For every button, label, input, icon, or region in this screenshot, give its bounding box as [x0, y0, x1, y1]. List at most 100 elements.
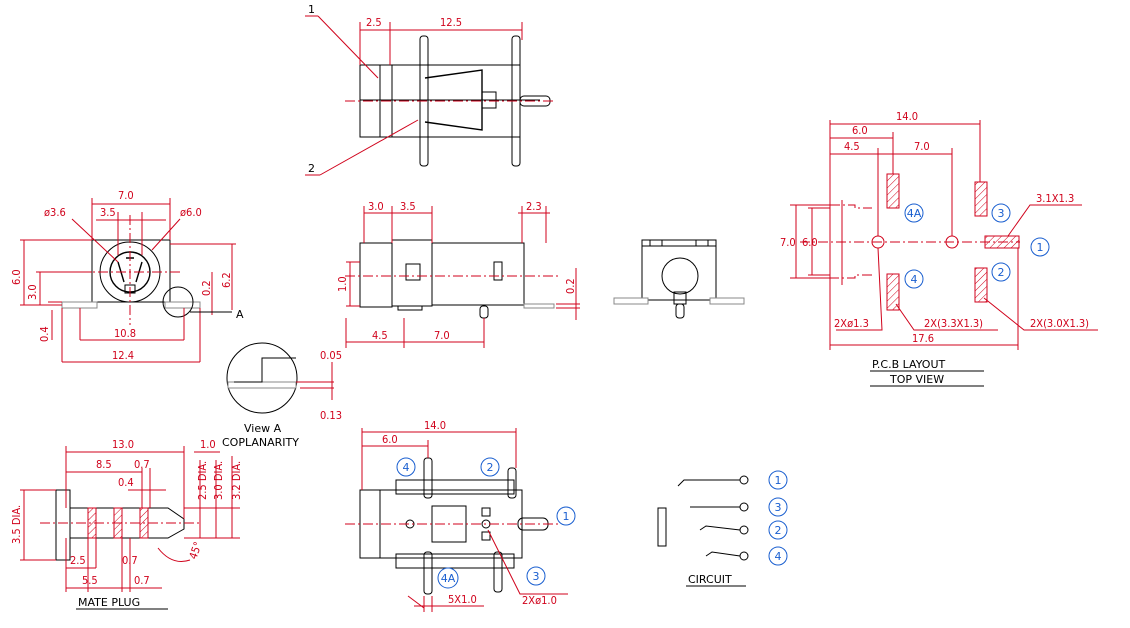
circuit: 1 3 2 4 CIRCUIT [657, 470, 788, 587]
plug-dim-3.5-dia: 3.5 DIA. [10, 505, 23, 544]
front-dim-7.0: 7.0 [118, 189, 134, 202]
side-dim-12.5: 12.5 [440, 16, 462, 29]
pcb-pin-2: 2 [998, 266, 1005, 279]
pcb-layout-title: P.C.B LAYOUT [872, 358, 946, 371]
front-view: 7.0 ø3.6 3.5 ø6.0 6.0 3.0 0.2 6.2 0.4 [10, 189, 244, 363]
plug-dim-1.0: 1.0 [200, 438, 216, 451]
plug-dim-2.5-dia: 2.5 DIA. [196, 461, 209, 500]
side-dim-2.5: 2.5 [366, 16, 382, 29]
bottom-dim-5x1.0: 5X1.0 [448, 593, 477, 606]
plug-dim-0.7-bottom: 0.7 [134, 574, 150, 587]
pcb-dim-4.5: 4.5 [844, 140, 860, 153]
top-dim-3.0: 3.0 [368, 200, 384, 213]
front-dim-6.0: 6.0 [10, 269, 23, 285]
front-view-dimensions: 7.0 ø3.6 3.5 ø6.0 6.0 3.0 0.2 6.2 0.4 [10, 189, 244, 363]
pad-2 [974, 267, 988, 303]
plug-dim-0.7-top: 0.7 [134, 458, 150, 471]
rear-view [613, 239, 745, 319]
pcb-dim-14.0: 14.0 [896, 110, 918, 123]
bottom-pin-labels: 4 2 1 4A 3 [396, 457, 576, 589]
mate-plug-title: MATE PLUG [78, 596, 140, 609]
detail-a-subtitle: COPLANARITY [222, 436, 299, 449]
pcb-layout: 14.0 6.0 4.5 7.0 3.1X1.3 7.0 6.0 2Xø1.3 … [780, 110, 1098, 387]
side-view-body [345, 35, 556, 167]
mate-plug-body [40, 489, 200, 561]
plug-dim-3.2-dia: 3.2 DIA. [230, 461, 243, 500]
bottom-view-dimensions: 14.0 6.0 5X1.0 2Xø1.0 [361, 419, 568, 612]
bottom-pin-4: 4 [403, 461, 410, 474]
front-dim-dia6.0: ø6.0 [180, 206, 202, 219]
circuit-pin-3: 3 [775, 501, 782, 514]
side-view-dimensions: 2.5 12.5 1 2 [305, 3, 523, 176]
top-view-body [345, 239, 560, 319]
callout-1: 1 [308, 3, 315, 16]
pcb-dim-7.0-height: 7.0 [780, 236, 796, 249]
front-dim-dia3.6: ø3.6 [44, 206, 66, 219]
front-dim-0.4: 0.4 [38, 326, 51, 342]
side-view: 2.5 12.5 1 2 [305, 3, 556, 176]
mate-plug: 13.0 1.0 8.5 0.7 0.4 2.5 DIA. 3.0 DIA. 3… [10, 438, 243, 610]
bottom-pin-2: 2 [487, 461, 494, 474]
pad-4a [886, 173, 900, 209]
pcb-dim-17.6: 17.6 [912, 332, 934, 345]
top-dim-2.3: 2.3 [526, 200, 542, 213]
front-dim-0.2: 0.2 [200, 280, 213, 296]
bottom-dim-6.0: 6.0 [382, 433, 398, 446]
front-dim-3.5: 3.5 [100, 206, 116, 219]
front-dim-12.4: 12.4 [112, 349, 134, 362]
top-dim-4.5: 4.5 [372, 329, 388, 342]
bottom-pin-3: 3 [533, 570, 540, 583]
pcb-dim-2x-3.0x1.3: 2X(3.0X1.3) [1030, 317, 1089, 330]
pcb-pin-3: 3 [998, 207, 1005, 220]
circuit-pin-2: 2 [775, 524, 782, 537]
bottom-view: 14.0 6.0 5X1.0 2Xø1.0 4 2 1 4A 3 [345, 419, 576, 612]
pcb-dim-3.1x1.3: 3.1X1.3 [1036, 192, 1074, 205]
plug-dim-13.0: 13.0 [112, 438, 134, 451]
top-dim-7.0: 7.0 [434, 329, 450, 342]
top-view: 3.0 3.5 2.3 1.0 0.2 4.5 7.0 [336, 200, 580, 348]
pcb-dimensions: 14.0 6.0 4.5 7.0 3.1X1.3 7.0 6.0 2Xø1.3 … [780, 110, 1098, 350]
pcb-dim-6.0: 6.0 [852, 124, 868, 137]
pcb-layout-subtitle: TOP VIEW [889, 373, 944, 386]
top-dim-1.0: 1.0 [336, 276, 349, 292]
detail-ref-a: A [236, 308, 244, 321]
pcb-pin-4a: 4A [907, 207, 922, 220]
pcb-dim-2x-3.3x1.3: 2X(3.3X1.3) [924, 317, 983, 330]
pcb-outline [800, 200, 1020, 285]
circuit-pin-1: 1 [775, 474, 782, 487]
pad-4 [886, 273, 900, 311]
pcb-dim-2x-dia1.3: 2Xø1.3 [834, 317, 869, 330]
circuit-pin-4: 4 [775, 550, 782, 563]
coplanarity-0.05: 0.05 [320, 349, 342, 362]
plug-dim-8.5: 8.5 [96, 458, 112, 471]
pcb-pin-4: 4 [911, 273, 918, 286]
detail-a: 0.05 0.13 View A COPLANARITY [222, 342, 342, 449]
plug-dim-2.5: 2.5 [70, 554, 86, 567]
plug-dim-3.0-dia: 3.0 DIA. [212, 461, 225, 500]
coplanarity-0.13: 0.13 [320, 409, 342, 422]
plug-dim-5.5: 5.5 [82, 574, 98, 587]
pcb-pads [871, 173, 1020, 311]
pad-3 [974, 181, 988, 217]
plug-dim-0.4: 0.4 [118, 476, 134, 489]
top-dim-0.2: 0.2 [564, 278, 577, 294]
pcb-pin-labels: 4A 3 1 4 2 [904, 203, 1050, 289]
bottom-pin-4a: 4A [441, 572, 456, 585]
top-dim-3.5: 3.5 [400, 200, 416, 213]
plug-dim-45deg: 45° [187, 540, 205, 561]
bottom-dim-14.0: 14.0 [424, 419, 446, 432]
front-dim-10.8: 10.8 [114, 327, 136, 340]
plug-dim-0.7-mid: 0.7 [122, 554, 138, 567]
detail-a-title: View A [244, 422, 282, 435]
pcb-dim-6.0-height: 6.0 [802, 236, 818, 249]
callout-2: 2 [308, 162, 315, 175]
pad-1 [984, 235, 1020, 249]
pcb-pin-1: 1 [1037, 241, 1044, 254]
bottom-pin-1: 1 [563, 510, 570, 523]
bottom-dim-2x-dia1.0: 2Xø1.0 [522, 594, 557, 607]
top-view-dimensions: 3.0 3.5 2.3 1.0 0.2 4.5 7.0 [336, 200, 580, 348]
mate-plug-dimensions: 13.0 1.0 8.5 0.7 0.4 2.5 DIA. 3.0 DIA. 3… [10, 438, 243, 592]
circuit-title: CIRCUIT [688, 573, 732, 586]
pcb-dim-7.0: 7.0 [914, 140, 930, 153]
